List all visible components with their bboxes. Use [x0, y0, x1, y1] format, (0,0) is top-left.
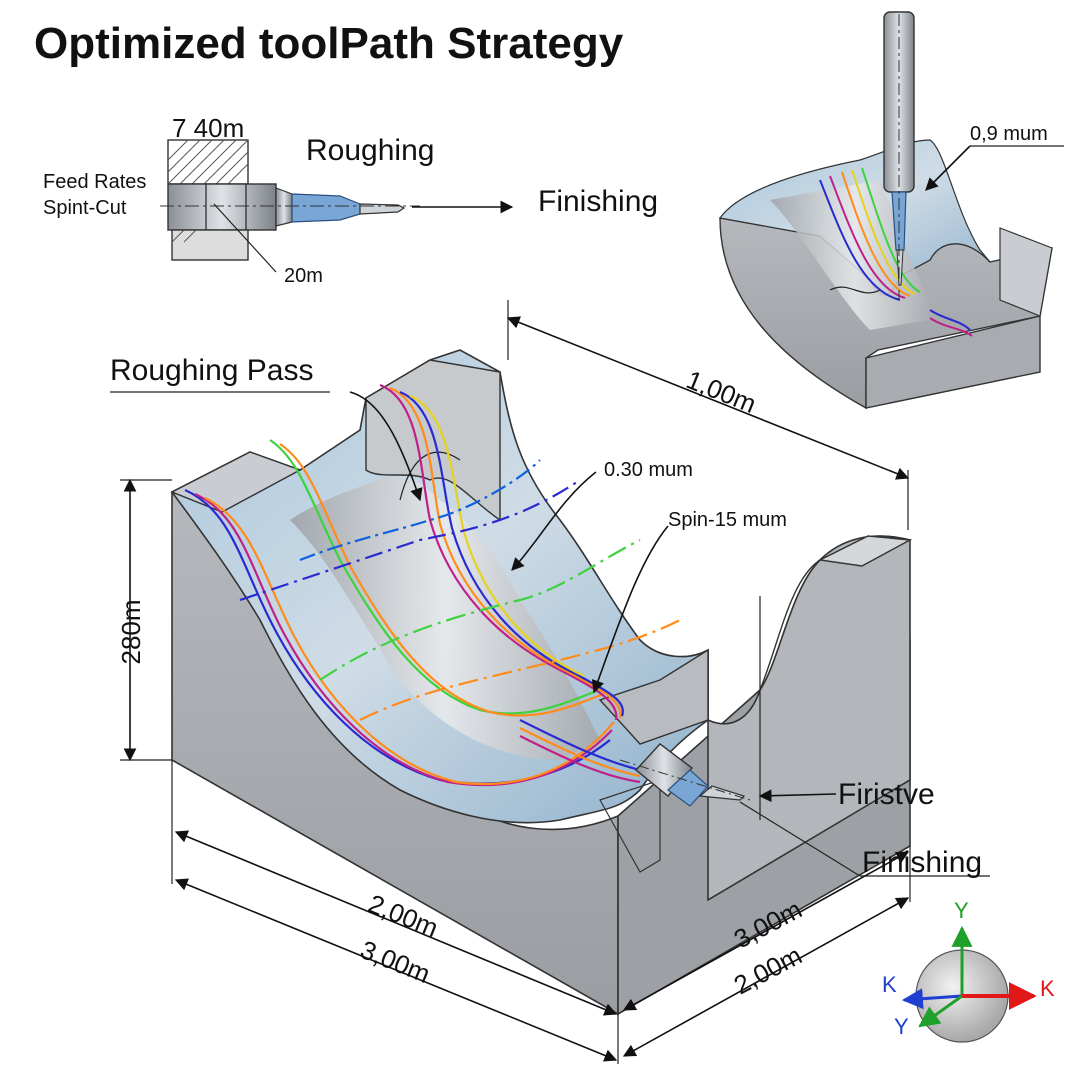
- roughing-pass-label: Roughing Pass: [110, 354, 313, 387]
- spint-cut-label: Spint-Cut: [43, 197, 127, 219]
- roughing-label: Roughing: [306, 134, 434, 167]
- tool-holder-body: [167, 183, 277, 231]
- main-part: Roughing Pass 0.30 mum Spin-15 mum 280m …: [110, 300, 990, 1064]
- cutter-body: [291, 193, 361, 223]
- axis-k-right-label: K: [1040, 976, 1055, 1001]
- tool-inset: 7 40m Feed Rates Spint-Cut 20m Roughing …: [43, 113, 658, 287]
- front-dim-2-label: 3,00m: [356, 934, 434, 989]
- axis-y-front-label: Y: [894, 1014, 909, 1039]
- axis-y-up-label: Y: [954, 898, 969, 923]
- inset-callout: 0,9 mum: [970, 123, 1048, 145]
- y-front-axis-arrow: [918, 994, 963, 1028]
- toolpath-lines: [184, 383, 681, 787]
- k-left-axis-arrow: [901, 988, 963, 1010]
- finishing-label-top: Finishing: [538, 185, 658, 218]
- height-dim-label: 280m: [116, 599, 146, 664]
- tool-holder-bottom: [171, 229, 249, 261]
- axis-k-left-label: K: [882, 972, 897, 997]
- callout-030-label: 0.30 mum: [604, 459, 693, 481]
- feed-rates-label: Feed Rates: [43, 171, 146, 193]
- finishing-label-bottom: Finishing: [862, 846, 982, 879]
- callout-spin-label: Spin-15 mum: [668, 509, 787, 531]
- axis-triad: Y K K Y: [882, 898, 1055, 1043]
- tool-bottom-dim: 20m: [284, 265, 323, 287]
- tool-top-dim: 7 40m: [172, 113, 244, 143]
- part-inset: 0,9 mum: [718, 11, 1064, 410]
- finishing-tool: [619, 743, 751, 807]
- top-dim-label: 1,00m: [682, 364, 760, 419]
- firistve-label: Firistve: [838, 778, 935, 811]
- page-title: Optimized toolPath Strategy: [34, 19, 624, 68]
- tool-holder-top: [167, 139, 249, 185]
